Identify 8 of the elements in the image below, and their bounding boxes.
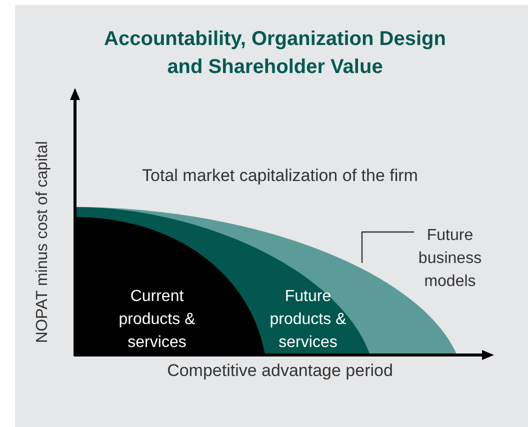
region-area: Current products & services Future products & services	[75, 207, 371, 355]
leader-line	[361, 231, 414, 263]
axis-title: NOPAT minus cost of capital	[33, 140, 52, 345]
diagram-title: Accountability, Organization Design and Shareholder Value	[103, 27, 447, 80]
area-label: Total market capitalization of the firm	[141, 165, 419, 187]
axis-title: Competitive advantage period	[166, 360, 394, 382]
area-label: Future business models	[414, 224, 486, 290]
region-area: Current products & services	[75, 217, 266, 355]
